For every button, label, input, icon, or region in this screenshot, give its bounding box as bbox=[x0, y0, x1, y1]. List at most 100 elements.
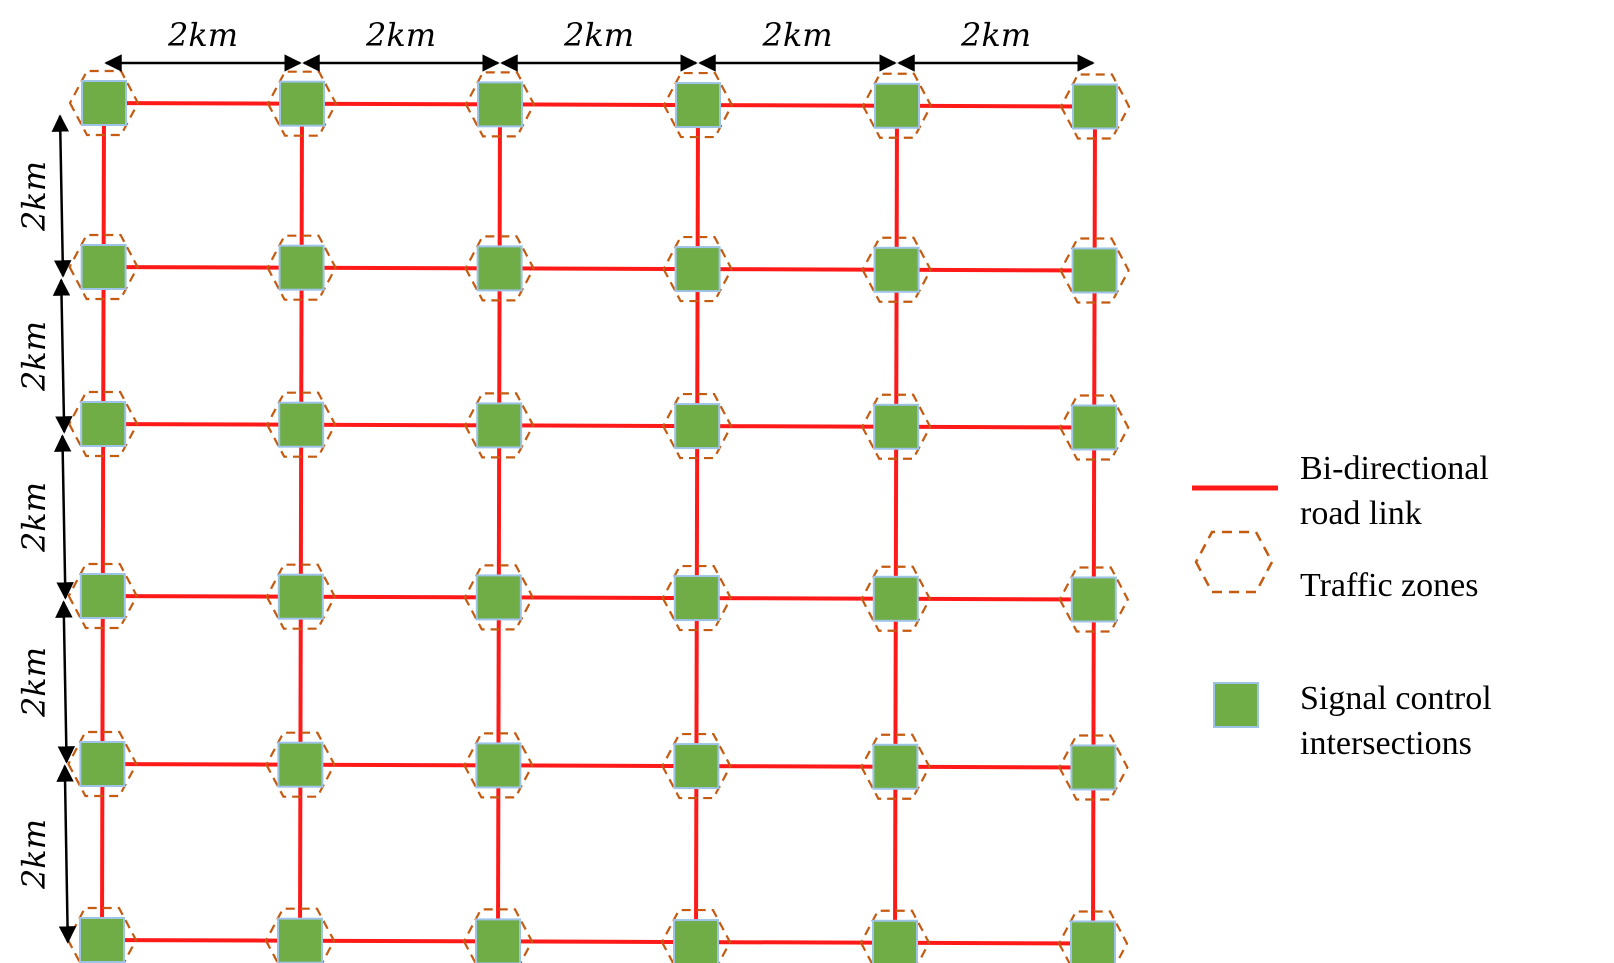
traffic-zone bbox=[661, 392, 733, 460]
traffic-zone bbox=[266, 234, 337, 301]
dimension-arrow-left bbox=[55, 600, 76, 764]
road-link bbox=[894, 940, 1094, 946]
dimension-label-top: 2km bbox=[365, 16, 436, 54]
signal-intersection bbox=[873, 403, 920, 450]
dimension-label-left: 2km bbox=[15, 321, 53, 392]
traffic-zone bbox=[660, 908, 732, 963]
road-link bbox=[498, 595, 697, 601]
road-link bbox=[101, 938, 301, 943]
legend-road-link-label: Bi-directional road link bbox=[1300, 450, 1497, 532]
traffic-zone bbox=[1059, 73, 1131, 140]
traffic-zone bbox=[860, 393, 932, 460]
road-link bbox=[696, 596, 896, 601]
signal-intersection bbox=[475, 918, 521, 963]
legend: Bi-directional road link Traffic zones S… bbox=[1192, 450, 1500, 762]
signal-intersection bbox=[81, 80, 127, 126]
traffic-zone bbox=[463, 564, 535, 631]
signal-intersection bbox=[873, 246, 920, 293]
road-link bbox=[697, 267, 897, 272]
road-link bbox=[696, 764, 896, 769]
road-link bbox=[299, 938, 499, 944]
traffic-zone bbox=[462, 908, 534, 963]
signal-intersection bbox=[79, 741, 126, 787]
dimension-label-top: 2km bbox=[960, 16, 1031, 54]
road-link bbox=[102, 594, 301, 599]
dimension-arrow-left bbox=[56, 764, 77, 944]
signal-intersection bbox=[80, 401, 127, 447]
dimension-arrow-left bbox=[53, 434, 74, 600]
legend-signal-control-label: Signal control intersections bbox=[1300, 680, 1500, 762]
dimension-label-left: 2km bbox=[15, 819, 53, 890]
signal-intersection bbox=[277, 573, 324, 620]
signal-intersection bbox=[476, 245, 523, 292]
road-link bbox=[697, 424, 897, 429]
traffic-zone bbox=[266, 70, 338, 137]
traffic-zone bbox=[265, 563, 337, 630]
signal-intersection bbox=[80, 244, 127, 290]
traffic-zone bbox=[68, 69, 140, 137]
road-link bbox=[896, 267, 1095, 273]
road-link bbox=[499, 423, 698, 429]
road-link bbox=[103, 265, 302, 270]
traffic-zone bbox=[861, 72, 933, 139]
signal-intersection bbox=[277, 917, 323, 963]
traffic-zone bbox=[66, 906, 138, 963]
traffic-zone bbox=[67, 390, 139, 458]
signal-intersection bbox=[1071, 247, 1118, 294]
signal-intersection bbox=[79, 573, 126, 619]
road-link bbox=[497, 939, 697, 945]
road-link bbox=[499, 102, 699, 108]
dimension-label-left: 2km bbox=[15, 161, 53, 232]
traffic-zone bbox=[1058, 734, 1129, 801]
dimension-label-top: 2km bbox=[761, 16, 832, 54]
signal-intersection bbox=[79, 917, 125, 963]
dimension-arrow-left bbox=[52, 278, 73, 434]
traffic-zone bbox=[464, 71, 536, 138]
signal-intersection bbox=[1070, 576, 1117, 623]
signal-intersections bbox=[79, 80, 1118, 963]
legend-traffic-zones-label: Traffic zones bbox=[1300, 567, 1478, 604]
traffic-zone bbox=[264, 907, 336, 963]
traffic-zone bbox=[68, 233, 139, 301]
signal-intersection bbox=[278, 401, 325, 448]
traffic-zones bbox=[66, 69, 1131, 963]
road-link bbox=[695, 940, 896, 945]
traffic-zone bbox=[661, 732, 732, 800]
dimension-label-top: 2km bbox=[563, 16, 634, 54]
road-link bbox=[895, 764, 1094, 770]
traffic-zone bbox=[859, 909, 931, 963]
road-links bbox=[100, 101, 1097, 946]
traffic-zone bbox=[463, 732, 534, 799]
traffic-zone bbox=[67, 730, 138, 798]
road-link bbox=[103, 422, 302, 427]
traffic-zone bbox=[1058, 566, 1130, 633]
signal-intersection bbox=[477, 81, 523, 128]
road-link bbox=[895, 596, 1094, 602]
signal-intersection bbox=[872, 743, 919, 790]
dimension-label-left: 2km bbox=[15, 647, 53, 718]
signal-intersection bbox=[673, 575, 720, 622]
road-link bbox=[499, 266, 698, 272]
traffic-zone bbox=[1059, 237, 1130, 304]
signal-intersection bbox=[673, 743, 720, 790]
signal-intersection bbox=[673, 919, 719, 963]
road-link bbox=[697, 103, 898, 108]
signal-intersection bbox=[674, 246, 721, 293]
road-link bbox=[301, 101, 501, 107]
road-link bbox=[896, 424, 1095, 430]
signal-intersection bbox=[674, 403, 721, 450]
signal-intersection bbox=[1070, 920, 1116, 963]
signal-intersection bbox=[278, 244, 325, 291]
signal-intersection bbox=[277, 741, 324, 788]
road-link bbox=[300, 762, 499, 768]
traffic-zone bbox=[661, 564, 733, 632]
traffic-zone bbox=[67, 562, 139, 630]
signal-intersection bbox=[475, 574, 522, 621]
traffic-zone bbox=[861, 236, 932, 303]
traffic-zone bbox=[463, 392, 535, 459]
traffic-zone bbox=[265, 391, 337, 458]
signal-intersection bbox=[279, 80, 325, 127]
traffic-zone bbox=[265, 731, 336, 798]
signal-intersection bbox=[1070, 744, 1117, 791]
road-link bbox=[301, 265, 500, 271]
